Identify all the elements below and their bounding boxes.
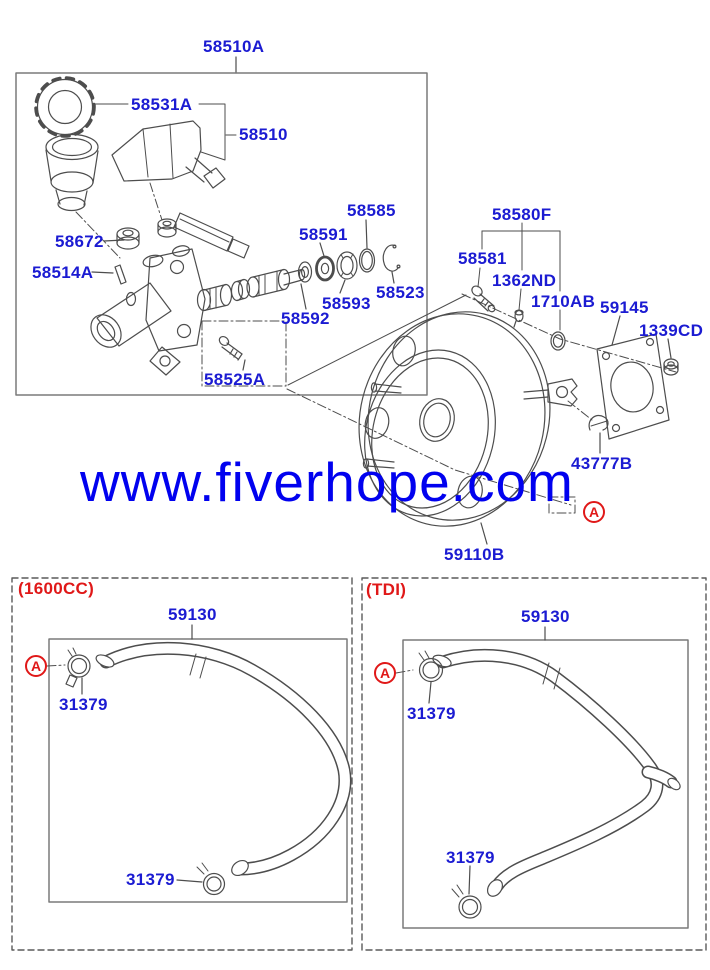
part-label-58591: 58591: [299, 225, 348, 244]
part-label-58580f: 58580F: [492, 205, 552, 224]
part-label-58585: 58585: [347, 201, 396, 220]
part-label-59130-left: 59130: [168, 605, 217, 624]
part-label-31379-right-bottom: 31379: [446, 848, 495, 867]
part-label-58531a: 58531A: [131, 95, 193, 114]
part-label-31379-right-top: 31379: [407, 704, 456, 723]
part-label-31379-left-top: 31379: [59, 695, 108, 714]
part-label-1710ab: 1710AB: [531, 292, 596, 311]
reservoir-cap-drawing: [34, 76, 237, 259]
part-label-31379-left-bottom: 31379: [126, 870, 175, 889]
part-label-58514a: 58514A: [32, 263, 94, 282]
part-label-59110b: 59110B: [444, 545, 505, 564]
watermark-text: www.fiverhope.com: [80, 451, 574, 513]
grommet-and-pin-drawing: [91, 212, 250, 285]
section-label-1600cc: (1600CC): [18, 579, 95, 598]
part-label-59145: 59145: [600, 298, 649, 317]
part-label-58593: 58593: [322, 294, 371, 313]
part-label-58672: 58672: [55, 232, 104, 251]
mounting-parts-drawing: [461, 222, 679, 454]
detail-marker-a-tdi: A: [374, 662, 396, 684]
part-label-58525a: 58525A: [204, 370, 266, 389]
part-label-59130-right: 59130: [521, 607, 570, 626]
hose-1600cc-drawing: [11, 577, 353, 951]
seal-kit-drawing: [297, 219, 401, 310]
hose-tdi-drawing: [361, 577, 707, 951]
part-label-58510a: 58510A: [203, 37, 265, 56]
piston-kit-drawing: [196, 268, 306, 312]
master-cylinder-drawing: [90, 245, 206, 376]
mount-bolt-drawing: [201, 294, 572, 506]
part-label-1362nd: 1362ND: [492, 271, 557, 290]
assembly-box-group: [15, 56, 428, 396]
detail-marker-a-1600cc: A: [25, 655, 47, 677]
part-label-1339cd: 1339CD: [639, 321, 704, 340]
part-label-58581: 58581: [458, 249, 507, 268]
booster-drawing: [358, 311, 578, 545]
detail-marker-a-main: A: [583, 501, 605, 523]
part-label-58523: 58523: [376, 283, 425, 302]
gasket-drawing: [596, 333, 670, 440]
part-label-43777b: 43777B: [571, 454, 633, 473]
part-label-58592: 58592: [281, 309, 330, 328]
section-label-tdi: (TDI): [366, 580, 407, 599]
part-label-58510: 58510: [239, 125, 288, 144]
